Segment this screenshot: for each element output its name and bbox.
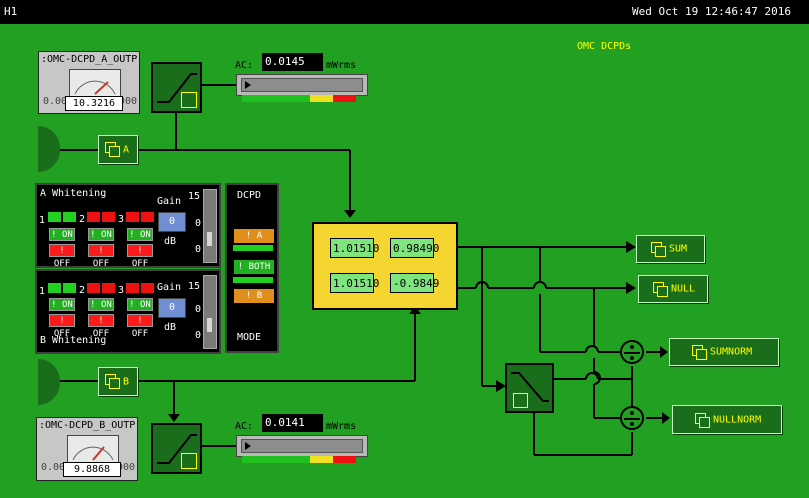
datetime: Wed Oct 19 12:46:47 2016 xyxy=(632,5,791,18)
link-a-button[interactable]: A xyxy=(98,135,138,164)
stage2-led xyxy=(87,212,100,222)
meter-high: 0000 xyxy=(112,96,137,107)
meter-face xyxy=(67,435,119,463)
meter-label: :OMC-DCPD_A_OUTP xyxy=(41,54,138,65)
norm-filter-button[interactable] xyxy=(505,363,554,413)
stage3-led xyxy=(141,283,154,293)
gain-value[interactable]: 0 xyxy=(158,298,186,318)
related-display-icon xyxy=(181,92,197,108)
related-display-icon xyxy=(513,393,528,408)
divide-sum-icon xyxy=(620,340,644,364)
divide-null-icon xyxy=(620,406,644,430)
gain-slider[interactable] xyxy=(203,275,217,349)
stage3-off-button[interactable]: ! OFF xyxy=(127,314,153,339)
stage1-off-button[interactable]: ! OFF xyxy=(49,314,75,339)
meter-label: :OMC-DCPD_B_OUTP xyxy=(39,420,136,431)
ac-a-unit: mWrms xyxy=(326,60,357,71)
rms-filter-a-button[interactable] xyxy=(151,62,202,113)
screen-title: OMC DCPDs xyxy=(577,41,632,52)
panel-title: A Whitening xyxy=(40,188,107,199)
stage1-led xyxy=(48,283,61,293)
ac-b-value: 0.0141 xyxy=(262,414,323,432)
mode-b-button[interactable]: ! B xyxy=(233,288,275,304)
meter-dcpd-b: :OMC-DCPD_B_OUTP 0.000 0000 9.8868 xyxy=(36,417,138,481)
ac-b-slider[interactable] xyxy=(236,435,368,457)
rms-filter-b-button[interactable] xyxy=(151,423,202,474)
stage1-off-button[interactable]: ! OFF xyxy=(49,244,75,269)
matrix-cell-22[interactable]: -0.9849 xyxy=(390,273,439,293)
highpass-icon xyxy=(157,73,197,103)
panel-title: DCPD xyxy=(237,190,262,201)
meter-low: 0.000 xyxy=(43,96,74,107)
stage1-on-button[interactable]: ! ON xyxy=(49,298,75,311)
mode-both-button[interactable]: ! BOTH xyxy=(233,259,275,275)
stage3-off-button[interactable]: ! OFF xyxy=(127,244,153,269)
whitening-a-panel: A Whitening Gain 15 0 0 0 dB 1 2 3 ! ON … xyxy=(35,183,221,269)
meter-value: 9.8868 xyxy=(63,462,121,477)
slider-knob[interactable] xyxy=(245,442,251,450)
stage2-off-button[interactable]: ! OFF xyxy=(88,244,114,269)
ac-b-unit: mWrms xyxy=(326,421,357,432)
meter-face xyxy=(69,69,121,97)
meter-low: 0.000 xyxy=(41,462,72,473)
panel-title: B Whitening xyxy=(40,335,107,346)
stage2-led xyxy=(102,212,115,222)
ac-b-colorbar xyxy=(242,456,356,463)
slider-knob[interactable] xyxy=(245,81,251,89)
link-b-button[interactable]: B xyxy=(98,367,138,396)
meter-needle-icon xyxy=(72,446,114,461)
stage3-led xyxy=(126,212,139,222)
gain-unit: dB xyxy=(164,236,177,247)
gain-label: Gain xyxy=(157,196,182,207)
related-display-icon xyxy=(181,453,197,469)
stage2-off-button[interactable]: ! OFF xyxy=(88,314,114,339)
whitening-b-panel: B Whitening Gain 15 0 0 0 dB 1 2 3 ! ON … xyxy=(35,269,221,354)
meter-high: 0000 xyxy=(110,462,135,473)
mode-label: MODE xyxy=(237,332,262,343)
stage1-led xyxy=(48,212,61,222)
link-sum-button[interactable]: SUM xyxy=(636,235,705,263)
gain-label: Gain xyxy=(157,282,182,293)
matrix-cell-11[interactable]: 1.01510 xyxy=(330,238,379,258)
stage3-led xyxy=(126,283,139,293)
window-title: H1 xyxy=(4,5,18,18)
meter-needle-icon xyxy=(74,80,116,95)
stage3-led xyxy=(141,212,154,222)
ac-a-slider[interactable] xyxy=(236,74,368,96)
lowpass-icon xyxy=(511,372,549,402)
photodiode-a-icon xyxy=(38,126,60,172)
gain-unit: dB xyxy=(164,322,177,333)
stage1-led xyxy=(63,283,76,293)
stage1-led xyxy=(63,212,76,222)
gain-value[interactable]: 0 xyxy=(158,212,186,232)
stage1-on-button[interactable]: ! ON xyxy=(49,228,75,241)
stage3-on-button[interactable]: ! ON xyxy=(127,228,153,241)
ac-a-colorbar xyxy=(242,95,356,102)
sum-null-matrix: 1.01510 0.98490 1.01510 -0.9849 xyxy=(312,222,458,310)
photodiode-b-icon xyxy=(38,359,60,405)
dcpd-mode-panel: DCPD ! A ! BOTH ! B MODE xyxy=(225,183,279,353)
link-nullnorm-button[interactable]: NULLNORM xyxy=(672,405,782,434)
ac-b-label: AC: xyxy=(235,421,254,432)
matrix-cell-21[interactable]: 1.01510 xyxy=(330,273,379,293)
stage2-led xyxy=(87,283,100,293)
mode-a-button[interactable]: ! A xyxy=(233,228,275,244)
stage2-led xyxy=(102,283,115,293)
stage2-on-button[interactable]: ! ON xyxy=(88,228,114,241)
ac-a-value: 0.0145 xyxy=(262,53,323,71)
matrix-cell-12[interactable]: 0.98490 xyxy=(390,238,439,258)
link-sumnorm-button[interactable]: SUMNORM xyxy=(669,338,779,366)
stage2-on-button[interactable]: ! ON xyxy=(88,298,114,311)
ac-a-label: AC: xyxy=(235,60,254,71)
title-bar: H1 Wed Oct 19 12:46:47 2016 xyxy=(0,0,809,24)
link-null-button[interactable]: NULL xyxy=(638,275,708,303)
meter-dcpd-a: :OMC-DCPD_A_OUTP 0.000 0000 10.3216 xyxy=(38,51,140,114)
stage3-on-button[interactable]: ! ON xyxy=(127,298,153,311)
gain-slider[interactable] xyxy=(203,189,217,263)
highpass-icon xyxy=(157,434,197,464)
meter-value: 10.3216 xyxy=(65,96,123,111)
